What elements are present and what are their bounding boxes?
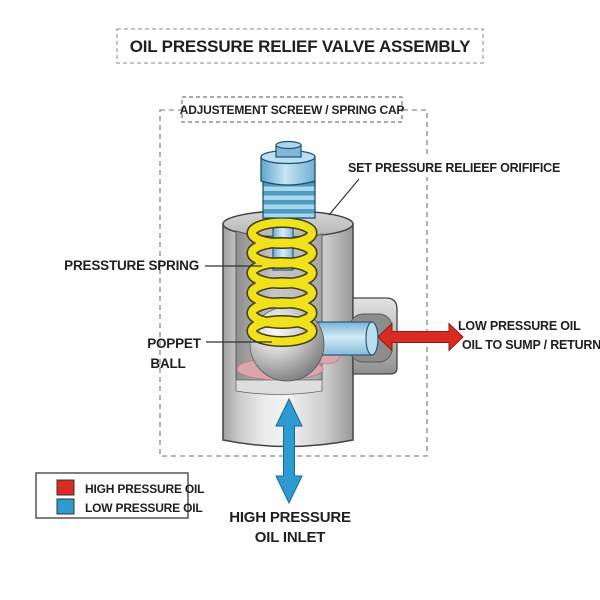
page-title: OIL PRESSURE RELIEF VALVE ASSEMBLY <box>130 37 471 56</box>
inlet-flow-arrow <box>275 397 303 505</box>
screw-cap <box>260 156 316 186</box>
title-box <box>116 28 484 64</box>
cap-label-box <box>181 96 403 123</box>
cap-label: ADJUSTEMENT SCREEW / SPRING CAP <box>180 103 405 117</box>
screw-stub-top <box>275 140 302 150</box>
adjustment-screw <box>260 140 316 219</box>
spring-label-block: PRESSTURE SPRING <box>64 258 262 273</box>
outlet-label-line1: LOW PRESSURE OIL <box>458 319 581 333</box>
cutaway-floor <box>235 379 323 395</box>
poppet-label-line1: POPPET <box>147 336 202 351</box>
orifice-label-block: SET PRESSURE RELIEEF ORIFIFICE <box>328 158 560 216</box>
legend-swatch-high-pressure <box>56 479 75 496</box>
orifice-leader-line <box>328 178 360 216</box>
outlet-flow-arrow <box>377 322 464 352</box>
orifice-label: SET PRESSURE RELIEEF ORIFIFICE <box>348 161 560 175</box>
screw-threads <box>262 181 316 219</box>
poppet-label-line2: BALL <box>150 356 185 371</box>
inlet-label-block: HIGH PRESSURE OIL INLET <box>229 509 351 546</box>
spring-label: PRESSTURE SPRING <box>64 258 199 273</box>
spring-coil <box>246 217 318 347</box>
title-block: OIL PRESSURE RELIEF VALVE ASSEMBLY <box>116 28 484 64</box>
legend: HIGH PRESSURE OIL LOW PRESSURE OIL <box>35 472 204 519</box>
orifice-label-bg <box>344 158 536 177</box>
inlet-label-line2: OIL INLET <box>255 529 325 546</box>
outlet-label-line2: OIL TO SUMP / RETURN <box>462 338 600 352</box>
poppet-label-block: POPPET BALL <box>147 336 272 371</box>
legend-swatch-low-pressure <box>56 498 75 515</box>
cap-label-block: ADJUSTEMENT SCREEW / SPRING CAP <box>180 96 405 123</box>
legend-label-low-pressure: LOW PRESSURE OIL <box>85 501 202 515</box>
outlet-passage-end <box>365 321 379 356</box>
outlet-passage-cylinder <box>317 321 373 356</box>
diagram-dashed-frame <box>159 109 428 457</box>
inlet-label-line1: HIGH PRESSURE <box>229 509 351 526</box>
legend-label-high-pressure: HIGH PRESSURE OIL <box>85 482 204 496</box>
valve-assembly <box>222 140 398 448</box>
outlet-label-block: LOW PRESSURE OIL OIL TO SUMP / RETURN <box>458 319 600 352</box>
